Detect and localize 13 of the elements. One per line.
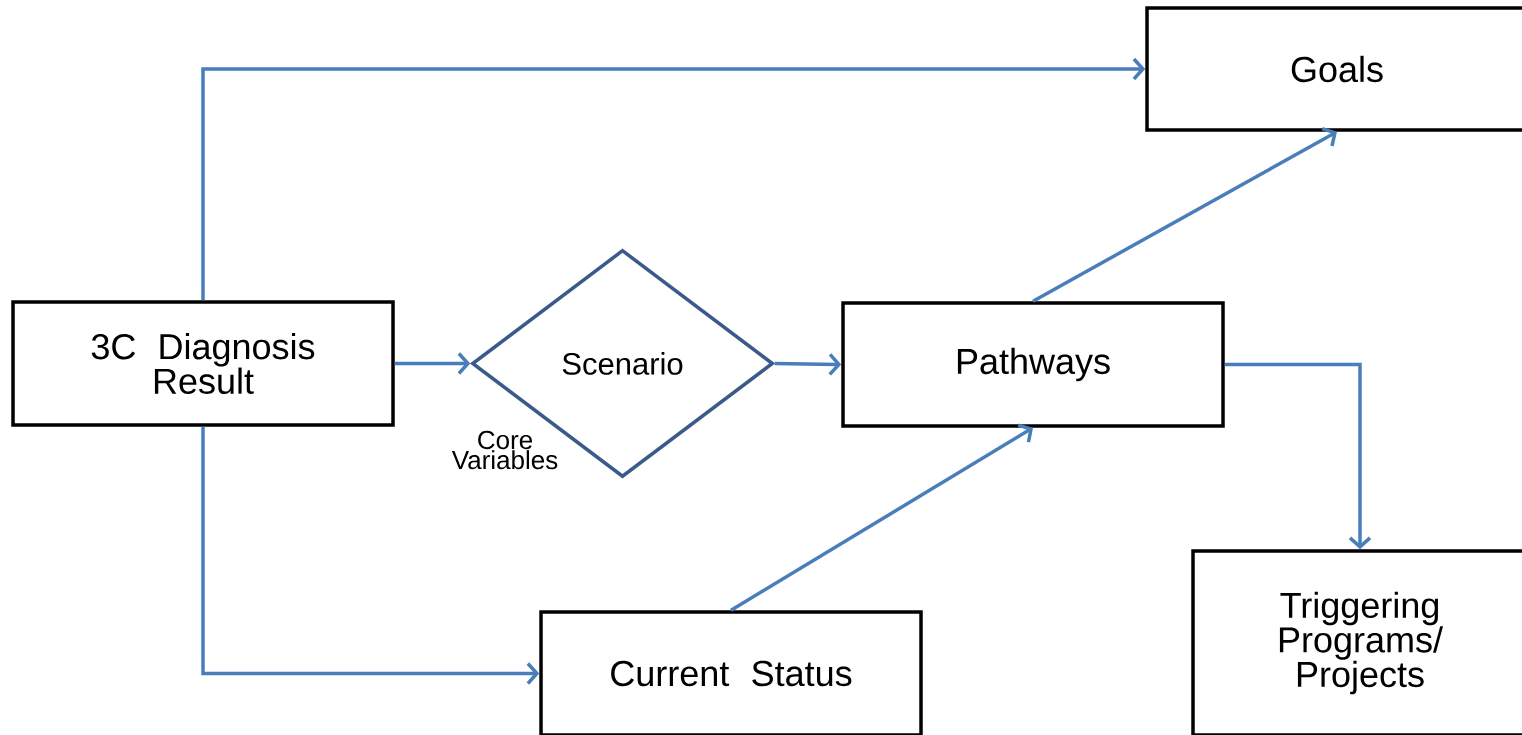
process-box: Goals xyxy=(1145,6,1522,132)
arrow xyxy=(730,423,1033,612)
process-box: Triggering Programs/ Projects xyxy=(1191,549,1522,735)
arrow xyxy=(201,57,1146,301)
process-box: Pathways xyxy=(841,301,1225,428)
arrow xyxy=(201,426,540,685)
arrow xyxy=(1224,362,1372,550)
process-box: Current Status xyxy=(539,610,923,735)
arrow xyxy=(394,352,471,375)
arrow xyxy=(774,353,842,376)
side-label: Core Variables xyxy=(451,430,558,470)
process-box: 3C Diagnosis Result xyxy=(11,300,395,427)
arrow xyxy=(1032,126,1337,303)
